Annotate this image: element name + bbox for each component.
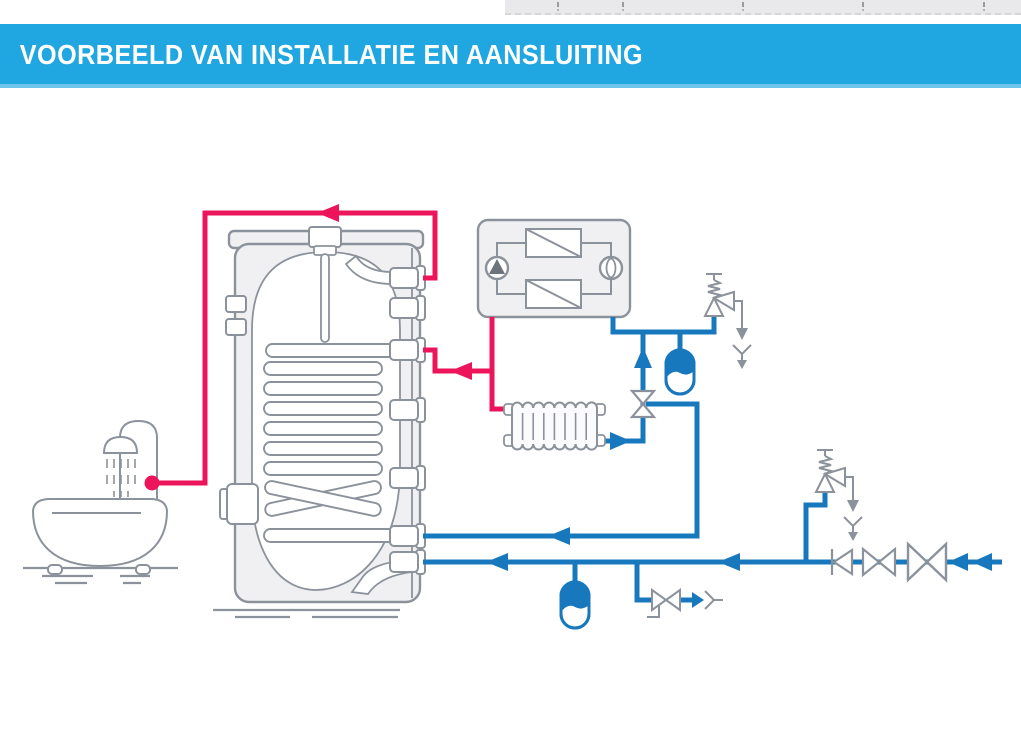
tank-left-port [226, 483, 259, 525]
flow-arrow-icon [317, 204, 339, 222]
flow-arrow-icon [718, 553, 740, 571]
flow-arrow-icon [634, 347, 652, 368]
tundish-funnel-icon [732, 344, 752, 369]
expansion-vessel-icon [664, 348, 696, 396]
ruler-tick-icon [862, 2, 864, 11]
boiler-unit-icon [476, 218, 632, 319]
shower-spray [106, 459, 136, 497]
shut-off-valve-icon [629, 389, 657, 419]
flow-arrow-icon [486, 553, 508, 571]
drain-valve-icon [647, 588, 681, 618]
page-edge-strip [505, 0, 1021, 15]
tank-outlet-elbow [344, 254, 393, 285]
shower-head-icon [102, 435, 139, 454]
flow-arrow-icon [450, 362, 472, 380]
ruler-tick-icon [983, 2, 985, 11]
tundish-funnel-icon [843, 516, 863, 541]
fan-icon [598, 255, 624, 281]
bathtub-shower-icon [31, 419, 169, 575]
ruler-tick-icon [557, 2, 559, 11]
title-band: VOORBEELD VAN INSTALLATIE EN AANSLUITING [0, 24, 1021, 88]
bathtub-bowl [31, 498, 169, 568]
shut-off-valve-icon [906, 541, 948, 583]
radiator-return [603, 332, 646, 444]
hot-pipe-boiler-flow [489, 317, 509, 412]
safety-branch [803, 491, 828, 562]
coil-heat-exchanger-icon [263, 343, 417, 543]
shut-off-valve-icon [861, 546, 897, 578]
tundish-funnel-icon [704, 590, 723, 610]
check-valve-icon [830, 547, 854, 577]
flow-arrow-icon [610, 432, 631, 450]
flow-arrow-icon [948, 553, 968, 571]
drain-branch [634, 562, 652, 603]
flow-arrow-icon [548, 527, 570, 545]
safety-valve-icon [703, 273, 752, 369]
expansion-vessel-icon [559, 580, 591, 630]
hot-pipe-tank-branch [423, 347, 492, 374]
return-header [610, 316, 717, 335]
connection-dot [144, 475, 160, 491]
safety-valve-icon [814, 449, 863, 541]
radiator-icon [503, 401, 606, 451]
ruler-tick-icon [622, 2, 624, 11]
page-title: VOORBEELD VAN INSTALLATIE EN AANSLUITING [19, 39, 644, 70]
tank-top-fitting [308, 226, 342, 248]
cold-flow-arrows [486, 347, 992, 608]
anode-rod [320, 253, 330, 343]
flow-arrow-icon [692, 592, 704, 608]
flow-arrow-icon [972, 553, 992, 571]
storage-tank-icon [219, 226, 426, 604]
ruler-tick-icon [742, 2, 744, 11]
tank-ports [389, 265, 426, 575]
